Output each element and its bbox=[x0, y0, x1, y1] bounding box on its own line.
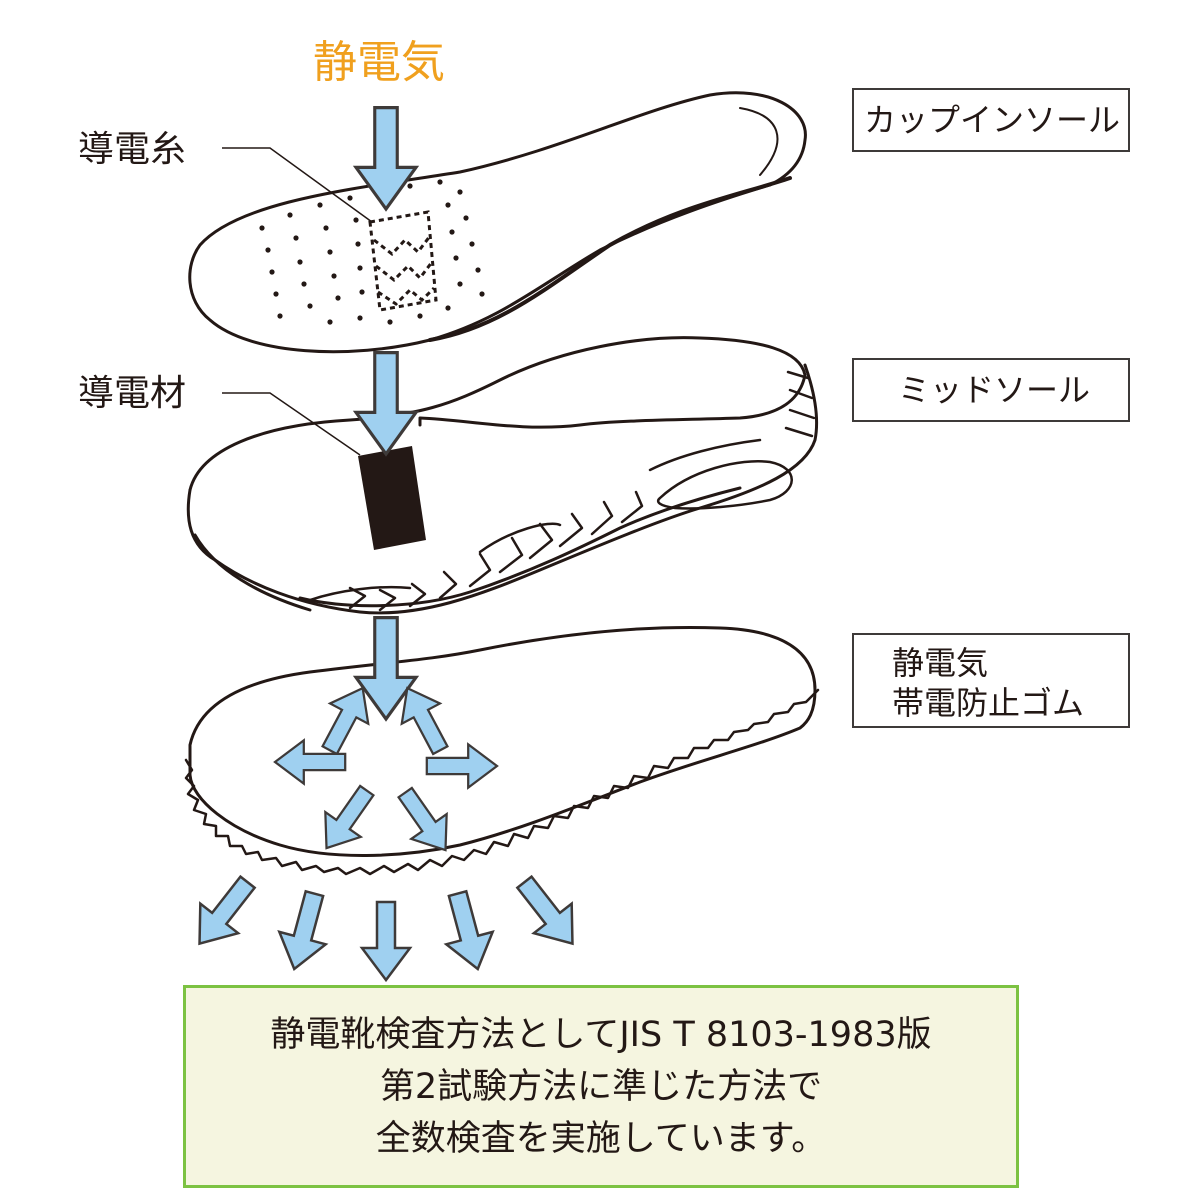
thread-callout-line bbox=[222, 147, 373, 223]
conductive-thread-icon bbox=[368, 210, 438, 312]
arrow-icon bbox=[360, 900, 412, 982]
static-electricity-title: 静電気 bbox=[313, 37, 445, 88]
arrow-icon bbox=[433, 886, 503, 977]
cup-insole-label-box: カップインソール bbox=[852, 88, 1130, 152]
midsole-shape bbox=[186, 336, 819, 615]
rubber-label-line2: 帯電防止ゴム bbox=[892, 684, 1085, 722]
conductive-material-label: 導電材 bbox=[78, 373, 187, 414]
arrow-icon bbox=[269, 886, 339, 977]
conductive-material-icon bbox=[358, 446, 426, 550]
info-line-2: 第2試験方法に準じた方法で bbox=[379, 1066, 823, 1107]
midsole-label-box: ミッドソール bbox=[852, 358, 1130, 422]
midsole-label: ミッドソール bbox=[898, 371, 1091, 409]
inspection-info-box: 静電靴検査方法としてJIS T 8103-1983版 第2試験方法に準じた方法で… bbox=[183, 985, 1019, 1188]
rubber-outsole-shape bbox=[184, 625, 820, 876]
rubber-label-line1: 静電気 bbox=[892, 644, 989, 682]
info-line-3: 全数検査を実施しています。 bbox=[375, 1118, 827, 1159]
arrow-icon bbox=[179, 866, 268, 960]
cup-insole-label: カップインソール bbox=[864, 101, 1121, 139]
material-callout-line bbox=[222, 392, 361, 456]
rubber-label-box: 静電気 帯電防止ゴム bbox=[852, 633, 1130, 728]
conductive-thread-label: 導電糸 bbox=[78, 129, 187, 170]
cup-insole-shape bbox=[188, 91, 807, 354]
arrow-icon bbox=[504, 866, 593, 960]
info-line-1: 静電靴検査方法としてJIS T 8103-1983版 bbox=[270, 1014, 932, 1055]
